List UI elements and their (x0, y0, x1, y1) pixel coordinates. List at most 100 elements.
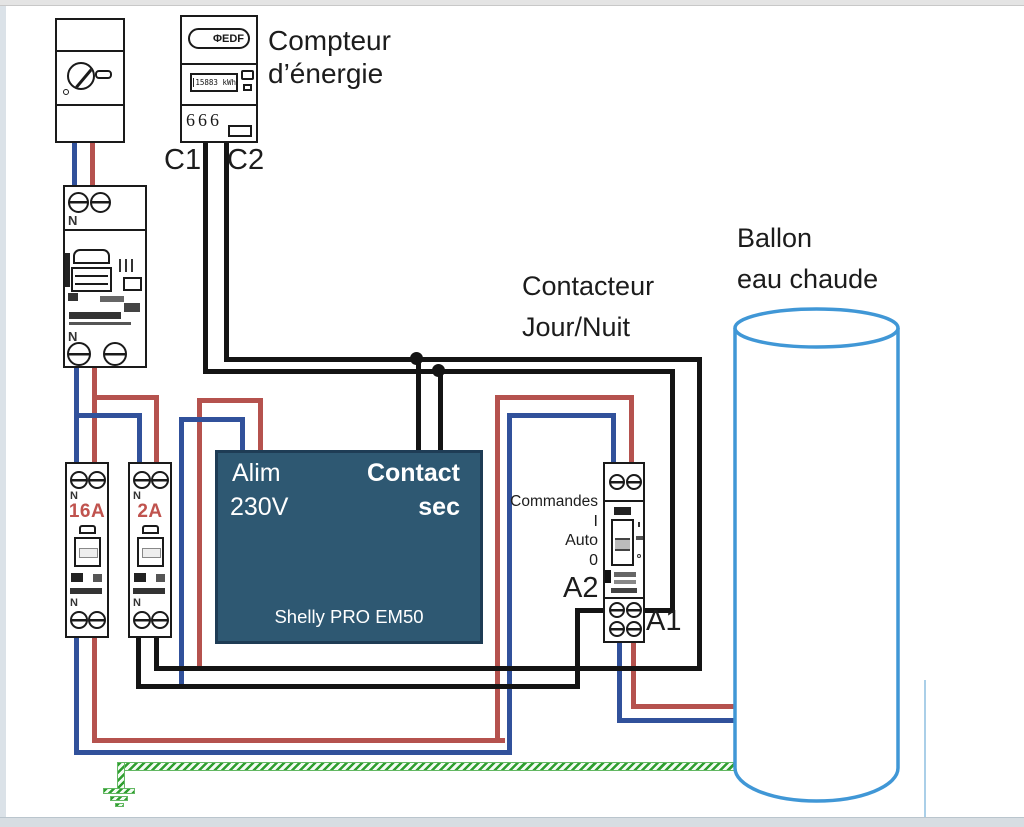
lcd-display: 15883 kWh (190, 73, 238, 92)
divider (57, 50, 123, 52)
wire-segment (495, 395, 500, 743)
wire-segment (697, 357, 702, 671)
terminal-c1-label: C1 (164, 144, 202, 176)
print-mark (124, 303, 140, 312)
wire-segment (136, 684, 580, 689)
ground-bus (118, 762, 738, 771)
print-mark (614, 572, 636, 577)
edf-badge: ΦEDF (188, 28, 250, 49)
terminal-screw-icon (609, 602, 625, 618)
wire-segment (179, 417, 184, 689)
commandes-label: Commandes (510, 493, 598, 510)
terminal-screw-icon (103, 342, 127, 366)
rotary-handle-icon (67, 62, 95, 90)
coil-a1-label: A1 (646, 605, 682, 637)
main-breaker (55, 18, 125, 143)
wire-segment (154, 395, 159, 464)
breaker-16a: N 16A N (65, 462, 109, 638)
print-mark (71, 573, 83, 582)
wire-segment (92, 738, 505, 743)
earth-icon (115, 803, 124, 807)
terminal-screw-icon (88, 611, 106, 629)
wire-segment (240, 417, 245, 452)
wire-segment (74, 413, 142, 418)
shelly-pro-em50: Alim 230V Contact sec Shelly PRO EM50 (215, 450, 483, 644)
terminal-screw-icon (90, 192, 111, 213)
circuit-tick (125, 259, 127, 272)
toggle-body (137, 537, 164, 567)
ballon-caption-line1: Ballon (737, 223, 813, 253)
breaker-2a: N 2A N (128, 462, 172, 638)
divider (65, 229, 145, 231)
earth-icon (103, 788, 135, 794)
divider (57, 104, 123, 106)
selector-switch (611, 519, 634, 566)
rating-label: 16A (68, 501, 106, 522)
wire-segment (438, 369, 443, 452)
neutral-label: N (133, 597, 141, 609)
day-night-contactor (603, 462, 645, 643)
terminal-screw-icon (626, 474, 642, 490)
terminal-c2-label: C2 (227, 144, 265, 176)
terminal-screw-icon (68, 192, 89, 213)
circuit-box (123, 277, 142, 291)
junction-dot (410, 352, 423, 365)
wire-segment (611, 413, 616, 464)
print-mark (100, 296, 124, 302)
neutral-label: N (70, 490, 78, 502)
meter-caption-line1: Compteur (268, 25, 391, 56)
print-line (69, 322, 131, 325)
brand-band (69, 312, 121, 319)
selector-mark-i (638, 522, 640, 527)
mechanism-bracket (65, 253, 70, 287)
terminal-cover-icon (228, 125, 252, 137)
toggle-tab (142, 525, 159, 534)
brand-band (70, 588, 102, 594)
meter-terminals-icon: 666 (186, 110, 222, 130)
neutral-label: N (68, 329, 78, 344)
meter-caption: Compteur d’énergie (268, 24, 391, 90)
wire-segment (156, 666, 702, 671)
wire-segment (154, 638, 159, 671)
left-edge-strip (0, 6, 6, 817)
contactor-caption-line2: Jour/Nuit (522, 312, 631, 342)
toggle-body (74, 537, 101, 567)
print-mark (68, 293, 78, 301)
terminal-screw-icon (626, 602, 642, 618)
alim-voltage-label: 230V (230, 493, 289, 521)
edf-logo: ΦEDF (212, 32, 244, 45)
print-mark (156, 574, 165, 582)
wire-segment (179, 417, 245, 422)
coil-mark (605, 570, 611, 583)
wire-segment (72, 143, 77, 187)
wire-segment (575, 608, 605, 613)
wire-segment (507, 413, 512, 755)
meter-caption-line2: d’énergie (268, 58, 384, 89)
wire-segment (575, 608, 580, 689)
terminal-screw-icon (70, 471, 88, 489)
print-mark (614, 580, 636, 584)
brand-band (611, 588, 637, 593)
ground-drop (117, 762, 125, 789)
coil-a2-label: A2 (563, 572, 599, 604)
terminal-screw-icon (151, 611, 169, 629)
divider (182, 104, 256, 106)
wire-segment (631, 704, 739, 709)
terminal-screw-icon (133, 611, 151, 629)
alim-label: Alim (232, 459, 281, 487)
circuit-tick (131, 259, 133, 272)
wire-segment (495, 395, 634, 400)
rating-label: 2A (137, 501, 163, 522)
ballon-caption: Ballon eau chaude (737, 218, 878, 300)
wire-segment (203, 143, 208, 374)
junction-dot (432, 364, 445, 377)
mechanism-toggle (73, 249, 110, 264)
energy-meter: ΦEDF 15883 kWh 666 (180, 15, 258, 143)
circuit-tick (119, 259, 121, 272)
contactor-caption: Contacteur Jour/Nuit (522, 266, 654, 348)
selector-mark-auto (636, 536, 643, 540)
bottom-edge-strip (0, 817, 1024, 827)
wire-segment (197, 398, 263, 403)
wire-segment (92, 395, 159, 400)
